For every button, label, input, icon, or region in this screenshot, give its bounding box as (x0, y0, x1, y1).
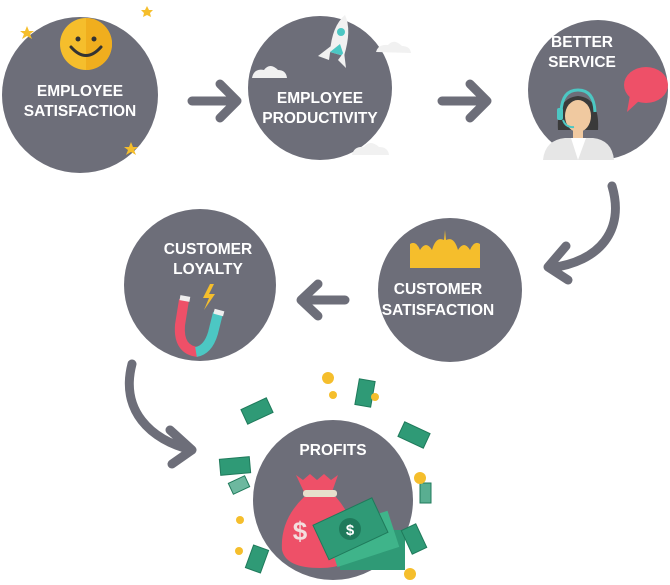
node-label-line1: EMPLOYEE (37, 83, 123, 100)
node-better-service: BETTER SERVICE (528, 20, 668, 160)
node-label-line2: SATISFACTION (382, 302, 495, 319)
node-label-line1: EMPLOYEE (277, 90, 363, 107)
speech-bubble-icon (624, 67, 668, 112)
node-label-line2: SERVICE (548, 54, 616, 71)
cash-stack-icon: $ (312, 497, 405, 570)
bill-icon (218, 378, 432, 574)
node-label-line1: PROFITS (299, 442, 366, 459)
rocket-icon (318, 15, 349, 68)
svg-text:$: $ (346, 522, 355, 539)
arrow-4-to-5 (296, 279, 350, 321)
node-label-line1: BETTER (551, 34, 613, 51)
node-customer-satisfaction: CUSTOMER SATISFACTION (378, 218, 522, 362)
arrow-2-to-3 (437, 79, 492, 123)
node-label-line1: CUSTOMER (394, 281, 482, 298)
smiley-icon (60, 18, 112, 70)
node-label-line2: PRODUCTIVITY (262, 110, 378, 127)
arrow-3-to-4 (543, 181, 620, 285)
node-employee-productivity: EMPLOYEE PRODUCTIVITY (248, 15, 411, 160)
node-label-line1: CUSTOMER (164, 241, 252, 258)
money-bag-dollar-sign: $ (293, 516, 308, 546)
cloud-icon (252, 41, 411, 155)
star-icon (20, 6, 153, 155)
arrow-5-to-6 (124, 359, 197, 469)
node-employee-satisfaction: EMPLOYEE SATISFACTION (2, 6, 158, 173)
magnet-icon (174, 284, 225, 357)
node-customer-loyalty: CUSTOMER LOYALTY (124, 209, 276, 361)
support-agent-icon (543, 88, 614, 160)
node-label-line2: LOYALTY (173, 261, 243, 278)
arrow-1-to-2 (187, 79, 242, 123)
node-label-line2: SATISFACTION (24, 103, 137, 120)
node-profits: PROFITS $ $ (253, 420, 413, 580)
crown-icon (410, 230, 480, 268)
coin-icon (235, 372, 426, 580)
